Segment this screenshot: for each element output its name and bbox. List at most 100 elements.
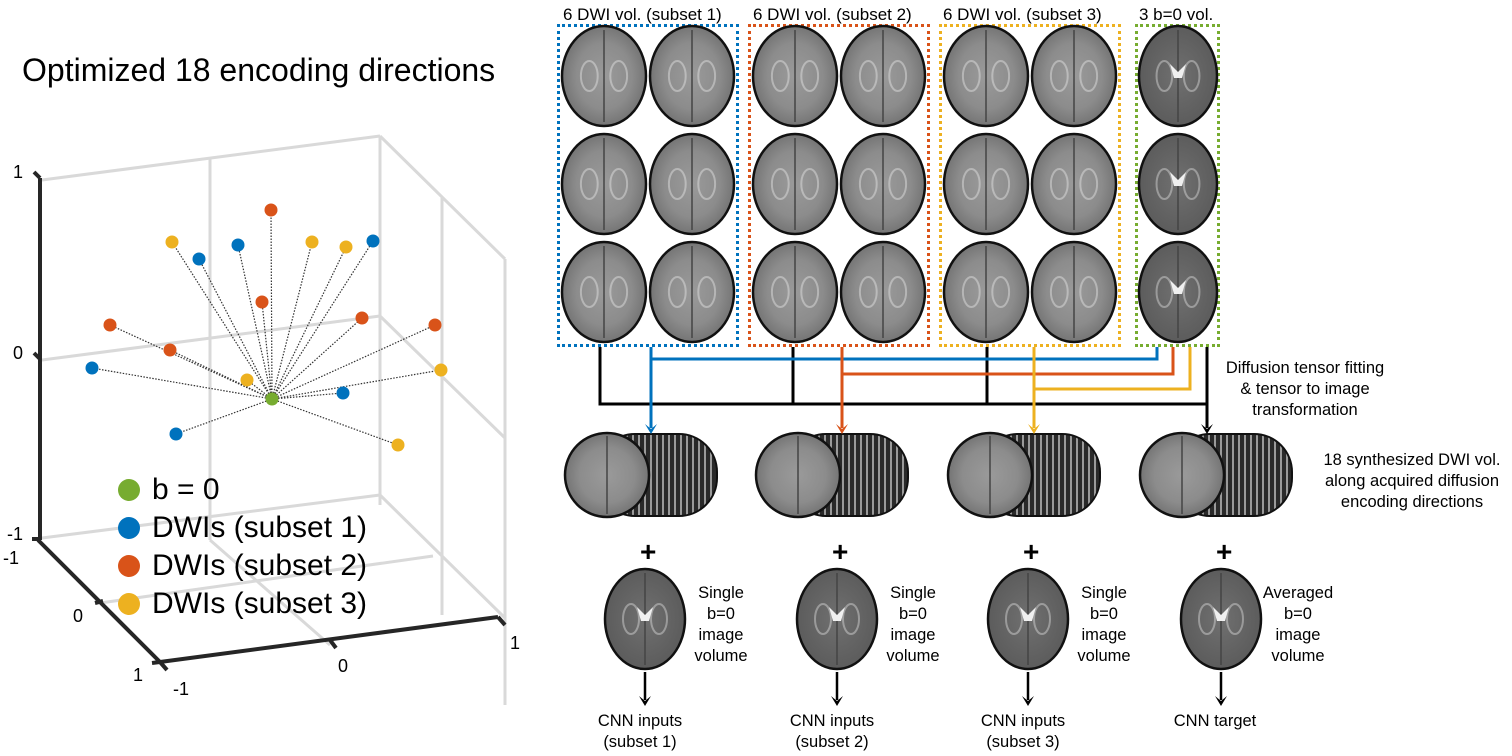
- direction-point: [366, 234, 380, 248]
- direction-line: [271, 240, 374, 400]
- direction-point: [434, 363, 448, 377]
- b0-label-line: Single: [890, 584, 936, 602]
- dwi-slice-image: [648, 132, 736, 236]
- b0-slice-image: [1137, 24, 1219, 128]
- direction-point: [163, 343, 177, 357]
- plus-sign: +: [640, 536, 657, 567]
- output-label-line: (subset 3): [986, 733, 1060, 751]
- dwi-slice-image: [648, 24, 736, 128]
- x-tick-label: -1: [173, 679, 190, 699]
- direction-point: [355, 311, 369, 325]
- output-label-line: CNN target: [1173, 712, 1257, 730]
- direction-line: [261, 301, 273, 400]
- group-header-b0: 3 b=0 vol.: [1139, 5, 1214, 24]
- legend-marker-icon: [118, 479, 140, 501]
- group-header-subset-1: 6 DWI vol. (subset 1): [563, 5, 722, 24]
- legend-marker-icon: [118, 555, 140, 577]
- output-label-line: (subset 1): [603, 733, 677, 751]
- direction-point: [85, 361, 99, 375]
- arrow-down-icon: [831, 696, 843, 706]
- output-label-line: CNN inputs: [789, 712, 875, 730]
- y-tick-label: -1: [3, 548, 20, 568]
- synthesized-dwi-stack: [563, 431, 718, 519]
- b0-label-line: b=0: [1090, 605, 1118, 623]
- b0-label-line: volume: [1077, 647, 1131, 665]
- subset-1-b0-line: [651, 347, 1159, 361]
- b0-label-line: image: [890, 626, 936, 644]
- plus-sign: +: [1023, 536, 1040, 567]
- x-tick-label: 1: [510, 633, 521, 653]
- dwi-slice-image: [839, 132, 927, 236]
- 3d-scatter-plot: [32, 134, 507, 705]
- z-tick-label: -1: [7, 524, 24, 544]
- b0-slice-image: [1137, 240, 1219, 344]
- direction-point: [428, 318, 442, 332]
- output-label-line: CNN inputs: [980, 712, 1066, 730]
- synthesized-label: 18 synthesized DWI vol. along acquired d…: [1312, 450, 1512, 513]
- b0-label-line: b=0: [1284, 605, 1312, 623]
- direction-point: [339, 240, 353, 254]
- group-header-subset-2: 6 DWI vol. (subset 2): [753, 5, 912, 24]
- subset-2-b0-line: [842, 347, 1175, 376]
- z-tick: [32, 351, 42, 361]
- dwi-slice-image: [942, 24, 1030, 128]
- x-tick: [496, 615, 507, 627]
- dwi-slice-image: [751, 24, 839, 128]
- direction-lines: [91, 209, 442, 446]
- x-axis: [159, 615, 499, 664]
- direction-point: [391, 438, 405, 452]
- arrow-down-icon: [1028, 424, 1040, 434]
- direction-line: [237, 244, 273, 400]
- direction-line: [246, 379, 273, 400]
- output-label-line: CNN inputs: [597, 712, 683, 730]
- b0-label-line: b=0: [899, 605, 927, 623]
- group-box-subset-3: [939, 24, 1121, 347]
- arrow-down-icon: [1201, 424, 1213, 434]
- legend-item: b = 0: [118, 475, 220, 505]
- synthesized-label-line: along acquired diffusion: [1325, 472, 1499, 490]
- b0-label-line: volume: [886, 647, 940, 665]
- b0-label-1: Single b=0 image volume: [686, 583, 756, 667]
- output-label-3: CNN inputs (subset 3): [963, 711, 1083, 753]
- direction-line: [271, 246, 347, 400]
- direction-line: [175, 398, 273, 435]
- b0-volume-image: [1179, 567, 1263, 671]
- synthesized-dwi-stack: [754, 431, 909, 519]
- direction-point: [264, 203, 278, 217]
- direction-point: [231, 238, 245, 252]
- output-label-1: CNN inputs (subset 1): [580, 711, 700, 753]
- x-tick-label: 0: [338, 656, 349, 676]
- b0-label-4: Averaged b=0 image volume: [1258, 583, 1338, 667]
- legend-item: DWIs (subset 2): [118, 551, 367, 581]
- dwi-slice-image: [648, 240, 736, 344]
- direction-point: [265, 392, 279, 406]
- b0-volume-image: [795, 567, 879, 671]
- grid-line: [378, 134, 507, 261]
- fitting-label-line: Diffusion tensor fitting: [1225, 359, 1385, 377]
- b0-label-line: volume: [694, 647, 748, 665]
- direction-line: [271, 317, 363, 400]
- b0-label-line: image: [698, 626, 744, 644]
- grid-line: [209, 538, 331, 647]
- plot-title: Optimized 18 encoding directions: [22, 52, 496, 88]
- dwi-slice-image: [751, 240, 839, 344]
- direction-line: [171, 241, 273, 400]
- y-tick-label: 1: [133, 665, 144, 685]
- direction-line: [109, 324, 273, 400]
- arrow-down-icon: [1215, 696, 1227, 706]
- b0-label-line: image: [1081, 626, 1127, 644]
- dwi-slice-image: [942, 132, 1030, 236]
- fitting-label: Diffusion tensor fitting & tensor to ima…: [1210, 358, 1400, 421]
- direction-point: [169, 427, 183, 441]
- b0-label-line: b=0: [707, 605, 735, 623]
- output-label-2: CNN inputs (subset 2): [772, 711, 892, 753]
- b0-label-2: Single b=0 image volume: [878, 583, 948, 667]
- direction-line: [271, 241, 313, 400]
- y-tick-label: 0: [73, 606, 84, 626]
- z-tick: [32, 170, 42, 180]
- arrow-down-icon: [836, 424, 848, 434]
- fitting-label-line: transformation: [1252, 401, 1358, 419]
- group-box-subset-1: [557, 24, 739, 347]
- plot-axes: [32, 170, 507, 672]
- output-label-line: (subset 2): [795, 733, 869, 751]
